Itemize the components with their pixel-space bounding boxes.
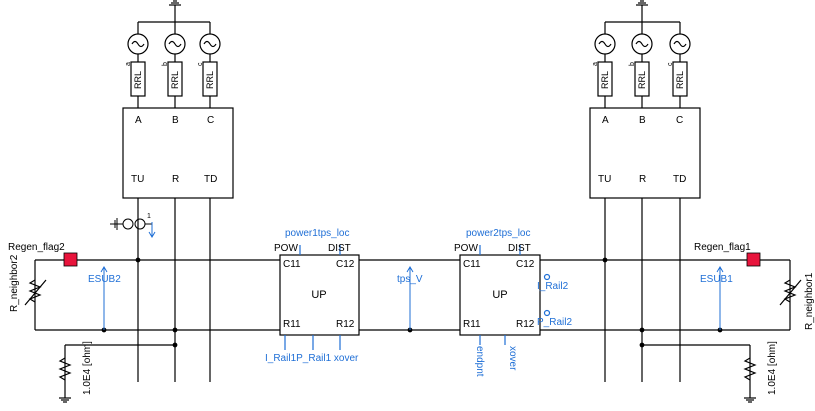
pin-r11: R11 <box>283 319 301 330</box>
rrl-label: RRL <box>675 71 685 89</box>
port-label-td: TD <box>204 174 217 185</box>
port-label-b: B <box>172 115 179 126</box>
ground-res-left-label: 1.0E4 [ohm] <box>82 341 93 395</box>
pin-pow: POW <box>274 243 298 254</box>
pin-dist: DIST <box>328 243 351 254</box>
right-substation <box>589 0 701 382</box>
rrl-label: RRL <box>600 71 610 89</box>
pin-r12: R12 <box>516 319 535 330</box>
port-label-a: A <box>602 115 609 126</box>
port-label-tu: TU <box>131 174 144 185</box>
port-label-r: R <box>639 174 646 185</box>
ground-res-right-label: 1.0E4 [ohm] <box>767 341 778 395</box>
port-label-tu: TU <box>598 174 611 185</box>
port-label-td: TD <box>673 174 686 185</box>
source-phase-label: b <box>162 62 169 66</box>
signal-endpnt: endpnt <box>474 346 485 377</box>
up-block-left <box>279 245 360 350</box>
meter-label: 1 <box>147 213 151 220</box>
rrl-label: RRL <box>133 71 143 89</box>
tps-v-label: tps_V <box>397 274 423 285</box>
signal-rail1: I_Rail1P_Rail1 xover <box>265 353 359 364</box>
source-phase-label: b <box>629 62 636 66</box>
regen-flag2-label: Regen_flag2 <box>8 242 65 253</box>
esub-meters <box>100 266 724 330</box>
transformer-box-right <box>589 107 701 199</box>
signal-p-rail2: P_Rail2 <box>537 317 572 328</box>
source-phase-label: c <box>197 62 204 66</box>
signal-power1: power1tps_loc <box>285 228 349 239</box>
left-substation <box>122 0 234 382</box>
up-block-right <box>459 245 551 345</box>
signal-xover: xover <box>507 346 518 371</box>
pin-c12: C12 <box>336 259 355 270</box>
pin-dist: DIST <box>508 243 531 254</box>
rrl-label: RRL <box>637 71 647 89</box>
port-label-r: R <box>172 174 179 185</box>
pin-r11: R11 <box>463 319 481 330</box>
source-phase-label: c <box>667 62 674 66</box>
r-neighbor2-label: R_neighbor2 <box>9 254 20 312</box>
pin-r12: R12 <box>336 319 355 330</box>
signal-i-rail2: I_Rail2 <box>537 281 569 292</box>
up-title: UP <box>492 289 507 301</box>
esub1-label: ESUB1 <box>700 274 733 285</box>
pin-c12: C12 <box>516 259 535 270</box>
pin-c11: C11 <box>283 259 301 270</box>
signal-power2: power2tps_loc <box>466 228 530 239</box>
port-label-c: C <box>676 115 683 126</box>
r-neighbor1-label: R_neighbor1 <box>804 272 815 330</box>
rail-buses <box>24 257 802 403</box>
transformer-box-left <box>122 107 234 199</box>
up-title: UP <box>311 289 326 301</box>
port-label-b: B <box>639 115 646 126</box>
left-substation-labels: RRL RRL RRL a b c A B C TU R TD <box>125 62 217 185</box>
port-label-c: C <box>207 115 214 126</box>
rrl-label: RRL <box>170 71 180 89</box>
regen-flag1-label: Regen_flag1 <box>694 242 751 253</box>
port-label-a: A <box>135 115 142 126</box>
rrl-label: RRL <box>205 71 215 89</box>
right-substation-labels: RRL RRL RRL a b c A B C TU R TD <box>592 62 686 185</box>
regen-flag-right <box>746 252 761 267</box>
current-meter <box>110 210 156 238</box>
pin-c11: C11 <box>463 259 481 270</box>
regen-flag-left <box>63 252 78 267</box>
pin-pow: POW <box>454 243 478 254</box>
source-phase-label: a <box>125 62 132 66</box>
source-phase-label: a <box>592 62 599 66</box>
esub2-label: ESUB2 <box>88 274 121 285</box>
